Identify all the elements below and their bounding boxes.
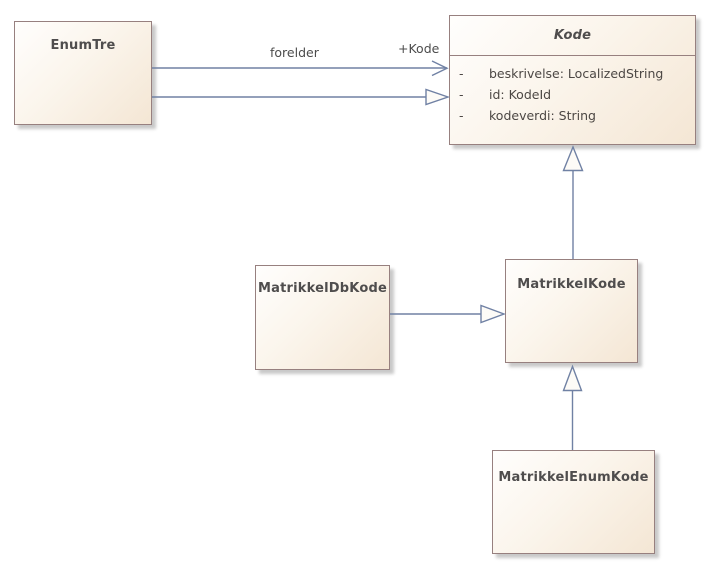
class-box-enumtre[interactable]: EnumTre xyxy=(14,21,152,125)
association-name-label: forelder xyxy=(270,45,319,60)
class-box-matrikkelenumkode[interactable]: MatrikkelEnumKode xyxy=(492,450,655,554)
triangle-arrowhead-icon xyxy=(425,88,451,106)
class-name-matrikkelkode: MatrikkelKode xyxy=(517,277,626,292)
triangle-arrowhead-icon xyxy=(562,145,584,172)
attribute-text: id: KodeId xyxy=(489,87,552,102)
class-name-kode: Kode xyxy=(553,28,592,43)
attribute-row: - kodeverdi: String xyxy=(450,105,695,126)
attribute-visibility: - xyxy=(459,108,464,123)
attribute-visibility: - xyxy=(459,66,464,81)
association-enumtre-kode[interactable] xyxy=(152,60,449,77)
generalization-enumtre-kode[interactable] xyxy=(152,88,451,106)
class-name-enumtre: EnumTre xyxy=(50,38,116,53)
generalization-matrikkelkode-kode[interactable] xyxy=(562,145,584,259)
open-arrowhead-icon xyxy=(431,60,449,77)
class-box-matrikkeldbkode[interactable]: MatrikkelDbKode xyxy=(255,265,390,370)
attribute-row: - beskrivelse: LocalizedString xyxy=(450,63,695,84)
generalization-matrikkelenumkode-matrikkelkode[interactable] xyxy=(562,364,583,451)
class-box-kode[interactable]: Kode - beskrivelse: LocalizedString - id… xyxy=(449,15,696,145)
triangle-arrowhead-icon xyxy=(480,304,507,324)
class-name-matrikkelenumkode: MatrikkelEnumKode xyxy=(498,470,649,485)
attribute-row: - id: KodeId xyxy=(450,84,695,105)
class-box-matrikkelkode[interactable]: MatrikkelKode xyxy=(505,259,638,363)
attribute-visibility: - xyxy=(459,87,464,102)
triangle-arrowhead-icon xyxy=(562,364,583,392)
class-name-matrikkeldbkode: MatrikkelDbKode xyxy=(257,281,387,296)
generalization-matrikkeldbkode-matrikkelkode[interactable] xyxy=(390,304,507,324)
class-attributes-kode: - beskrivelse: LocalizedString - id: Kod… xyxy=(450,56,695,126)
attribute-text: beskrivelse: LocalizedString xyxy=(489,66,664,81)
class-name-compartment: Kode xyxy=(450,16,695,56)
attribute-text: kodeverdi: String xyxy=(489,108,596,123)
association-target-role-label: +Kode xyxy=(398,41,440,56)
